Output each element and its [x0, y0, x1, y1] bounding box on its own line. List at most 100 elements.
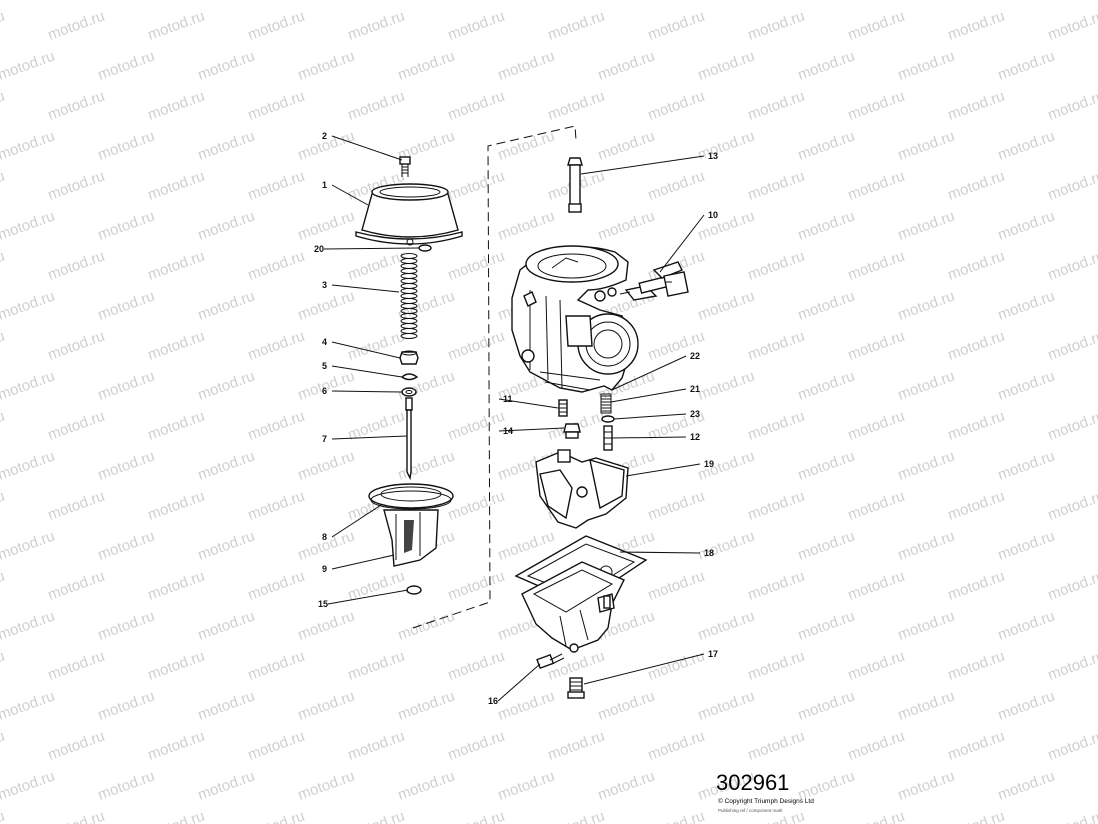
- part-tube: [567, 157, 583, 213]
- watermark-text: motod.ru: [396, 768, 457, 804]
- part-jet-needle: [405, 397, 413, 481]
- watermark-text: motod.ru: [0, 768, 57, 804]
- watermark-text: motod.ru: [396, 608, 457, 644]
- callout-17-bowl-screw: 17: [708, 649, 718, 659]
- watermark-text: motod.ru: [46, 488, 107, 524]
- watermark-text: motod.ru: [146, 808, 207, 824]
- watermark-text: motod.ru: [296, 768, 357, 804]
- watermark-text: motod.ru: [146, 648, 207, 684]
- watermark-text: motod.ru: [96, 608, 157, 644]
- watermark-text: motod.ru: [96, 528, 157, 564]
- watermark-text: motod.ru: [896, 208, 957, 244]
- watermark-text: motod.ru: [496, 0, 557, 4]
- watermark-text: motod.ru: [646, 728, 707, 764]
- callout-22-carburettor-body: 22: [690, 351, 700, 361]
- watermark-text: motod.ru: [396, 48, 457, 84]
- watermark-text: motod.ru: [46, 328, 107, 364]
- watermark-text: motod.ru: [196, 608, 257, 644]
- watermark-text: motod.ru: [146, 328, 207, 364]
- watermark-text: motod.ru: [596, 128, 657, 164]
- watermark-text: motod.ru: [796, 528, 857, 564]
- watermark-text: motod.ru: [946, 648, 1007, 684]
- watermark-text: motod.ru: [196, 448, 257, 484]
- watermark-text: motod.ru: [446, 168, 507, 204]
- watermark-text: motod.ru: [296, 48, 357, 84]
- watermark-text: motod.ru: [696, 368, 757, 404]
- watermark-text: motod.ru: [1046, 8, 1098, 44]
- watermark-text: motod.ru: [346, 648, 407, 684]
- watermark-text: motod.ru: [1046, 648, 1098, 684]
- watermark-text: motod.ru: [46, 408, 107, 444]
- part-o-ring-20: [418, 244, 432, 252]
- callout-23-o-ring: 23: [690, 409, 700, 419]
- watermark-text: motod.ru: [296, 688, 357, 724]
- leader-line-19: [625, 463, 701, 477]
- watermark-text: motod.ru: [196, 768, 257, 804]
- watermark-text: motod.ru: [946, 168, 1007, 204]
- leader-line-20: [323, 247, 420, 250]
- watermark-text: motod.ru: [846, 808, 907, 824]
- watermark-text: motod.ru: [746, 648, 807, 684]
- watermark-text: motod.ru: [596, 768, 657, 804]
- watermark-text: motod.ru: [346, 568, 407, 604]
- watermark-text: motod.ru: [746, 488, 807, 524]
- watermark-text: motod.ru: [246, 8, 307, 44]
- watermark-text: motod.ru: [1046, 88, 1098, 124]
- watermark-text: motod.ru: [896, 688, 957, 724]
- leader-line-21: [610, 388, 687, 403]
- watermark-text: motod.ru: [0, 168, 7, 204]
- watermark-text: motod.ru: [446, 648, 507, 684]
- watermark-text: motod.ru: [696, 688, 757, 724]
- watermark-text: motod.ru: [0, 688, 57, 724]
- watermark-text: motod.ru: [0, 448, 57, 484]
- watermark-text: motod.ru: [746, 248, 807, 284]
- watermark-text: motod.ru: [896, 528, 957, 564]
- watermark-text: motod.ru: [46, 648, 107, 684]
- watermark-text: motod.ru: [0, 488, 7, 524]
- watermark-text: motod.ru: [646, 8, 707, 44]
- watermark-text: motod.ru: [796, 288, 857, 324]
- part-needle-jet: [603, 425, 613, 451]
- watermark-text: motod.ru: [446, 408, 507, 444]
- watermark-text: motod.ru: [696, 208, 757, 244]
- watermark-text: motod.ru: [746, 168, 807, 204]
- watermark-text: motod.ru: [946, 88, 1007, 124]
- watermark-text: motod.ru: [996, 528, 1057, 564]
- callout-21-spring: 21: [690, 384, 700, 394]
- watermark-text: motod.ru: [46, 168, 107, 204]
- leader-line-22: [611, 355, 687, 391]
- watermark-text: motod.ru: [0, 408, 7, 444]
- watermark-text: motod.ru: [146, 408, 207, 444]
- watermark-text: motod.ru: [96, 768, 157, 804]
- watermark-text: motod.ru: [0, 88, 7, 124]
- watermark-text: motod.ru: [0, 128, 57, 164]
- part-bowl-screw: [567, 677, 585, 699]
- watermark-text: motod.ru: [1046, 248, 1098, 284]
- watermark-text: motod.ru: [896, 128, 957, 164]
- watermark-text: motod.ru: [146, 88, 207, 124]
- print-note: Publishing ref / component mark: [718, 808, 783, 813]
- callout-3-piston-spring: 3: [322, 280, 327, 290]
- callout-19-float: 19: [704, 459, 714, 469]
- leader-line-2: [331, 135, 403, 161]
- callout-11-pilot-jet: 11: [503, 394, 513, 404]
- watermark-text: motod.ru: [396, 0, 457, 4]
- watermark-text: motod.ru: [846, 88, 907, 124]
- callout-20-o-ring: 20: [314, 244, 324, 254]
- leader-line-14: [498, 427, 565, 432]
- watermark-text: motod.ru: [146, 248, 207, 284]
- part-pilot-jet: [558, 399, 568, 417]
- watermark-text: motod.ru: [846, 488, 907, 524]
- watermark-text: motod.ru: [296, 448, 357, 484]
- watermark-text: motod.ru: [446, 488, 507, 524]
- watermark-text: motod.ru: [846, 648, 907, 684]
- watermark-text: motod.ru: [1046, 728, 1098, 764]
- callout-1-diaphragm-cover: 1: [322, 180, 327, 190]
- watermark-text: motod.ru: [796, 208, 857, 244]
- watermark-text: motod.ru: [446, 248, 507, 284]
- watermark-text: motod.ru: [96, 688, 157, 724]
- callout-14-main-jet: 14: [503, 426, 513, 436]
- watermark-text: motod.ru: [696, 528, 757, 564]
- watermark-text: motod.ru: [696, 0, 757, 4]
- watermark-text: motod.ru: [746, 408, 807, 444]
